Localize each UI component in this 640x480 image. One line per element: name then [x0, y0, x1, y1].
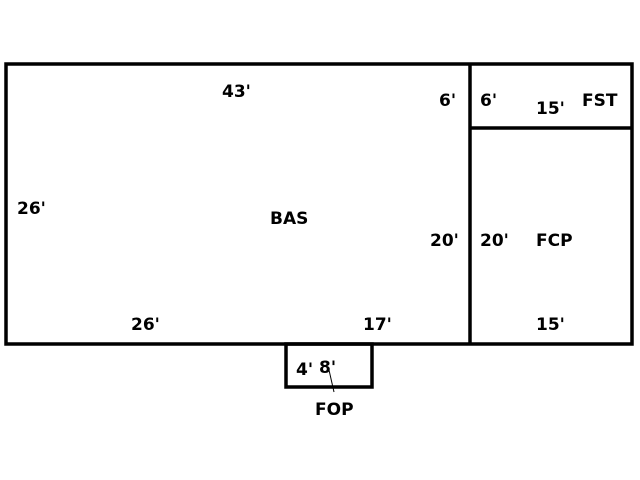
fst-bottom-dimension: 15' — [536, 99, 565, 119]
fop-label: FOP — [315, 400, 354, 420]
bas-right-lower-dimension: 20' — [430, 231, 459, 251]
fst-label: FST — [582, 91, 618, 111]
bas-bottom-right-dimension: 17' — [363, 315, 392, 335]
fcp-left-dimension: 20' — [480, 231, 509, 251]
fop-width-dimension: 4' — [296, 360, 313, 380]
fcp-label: FCP — [536, 231, 573, 251]
fcp-bottom-dimension: 15' — [536, 315, 565, 335]
fop-outline — [284, 342, 374, 389]
bas-top-dimension: 43' — [222, 82, 251, 102]
bas-bottom-left-dimension: 26' — [131, 315, 160, 335]
bas-right-upper-dimension: 6' — [439, 91, 456, 111]
bas-left-dimension: 26' — [17, 199, 46, 219]
fop-depth-dimension: 8' — [319, 358, 336, 378]
fst-left-dimension: 6' — [480, 91, 497, 111]
fop-leader-line — [328, 369, 335, 393]
bas-label: BAS — [270, 209, 308, 229]
